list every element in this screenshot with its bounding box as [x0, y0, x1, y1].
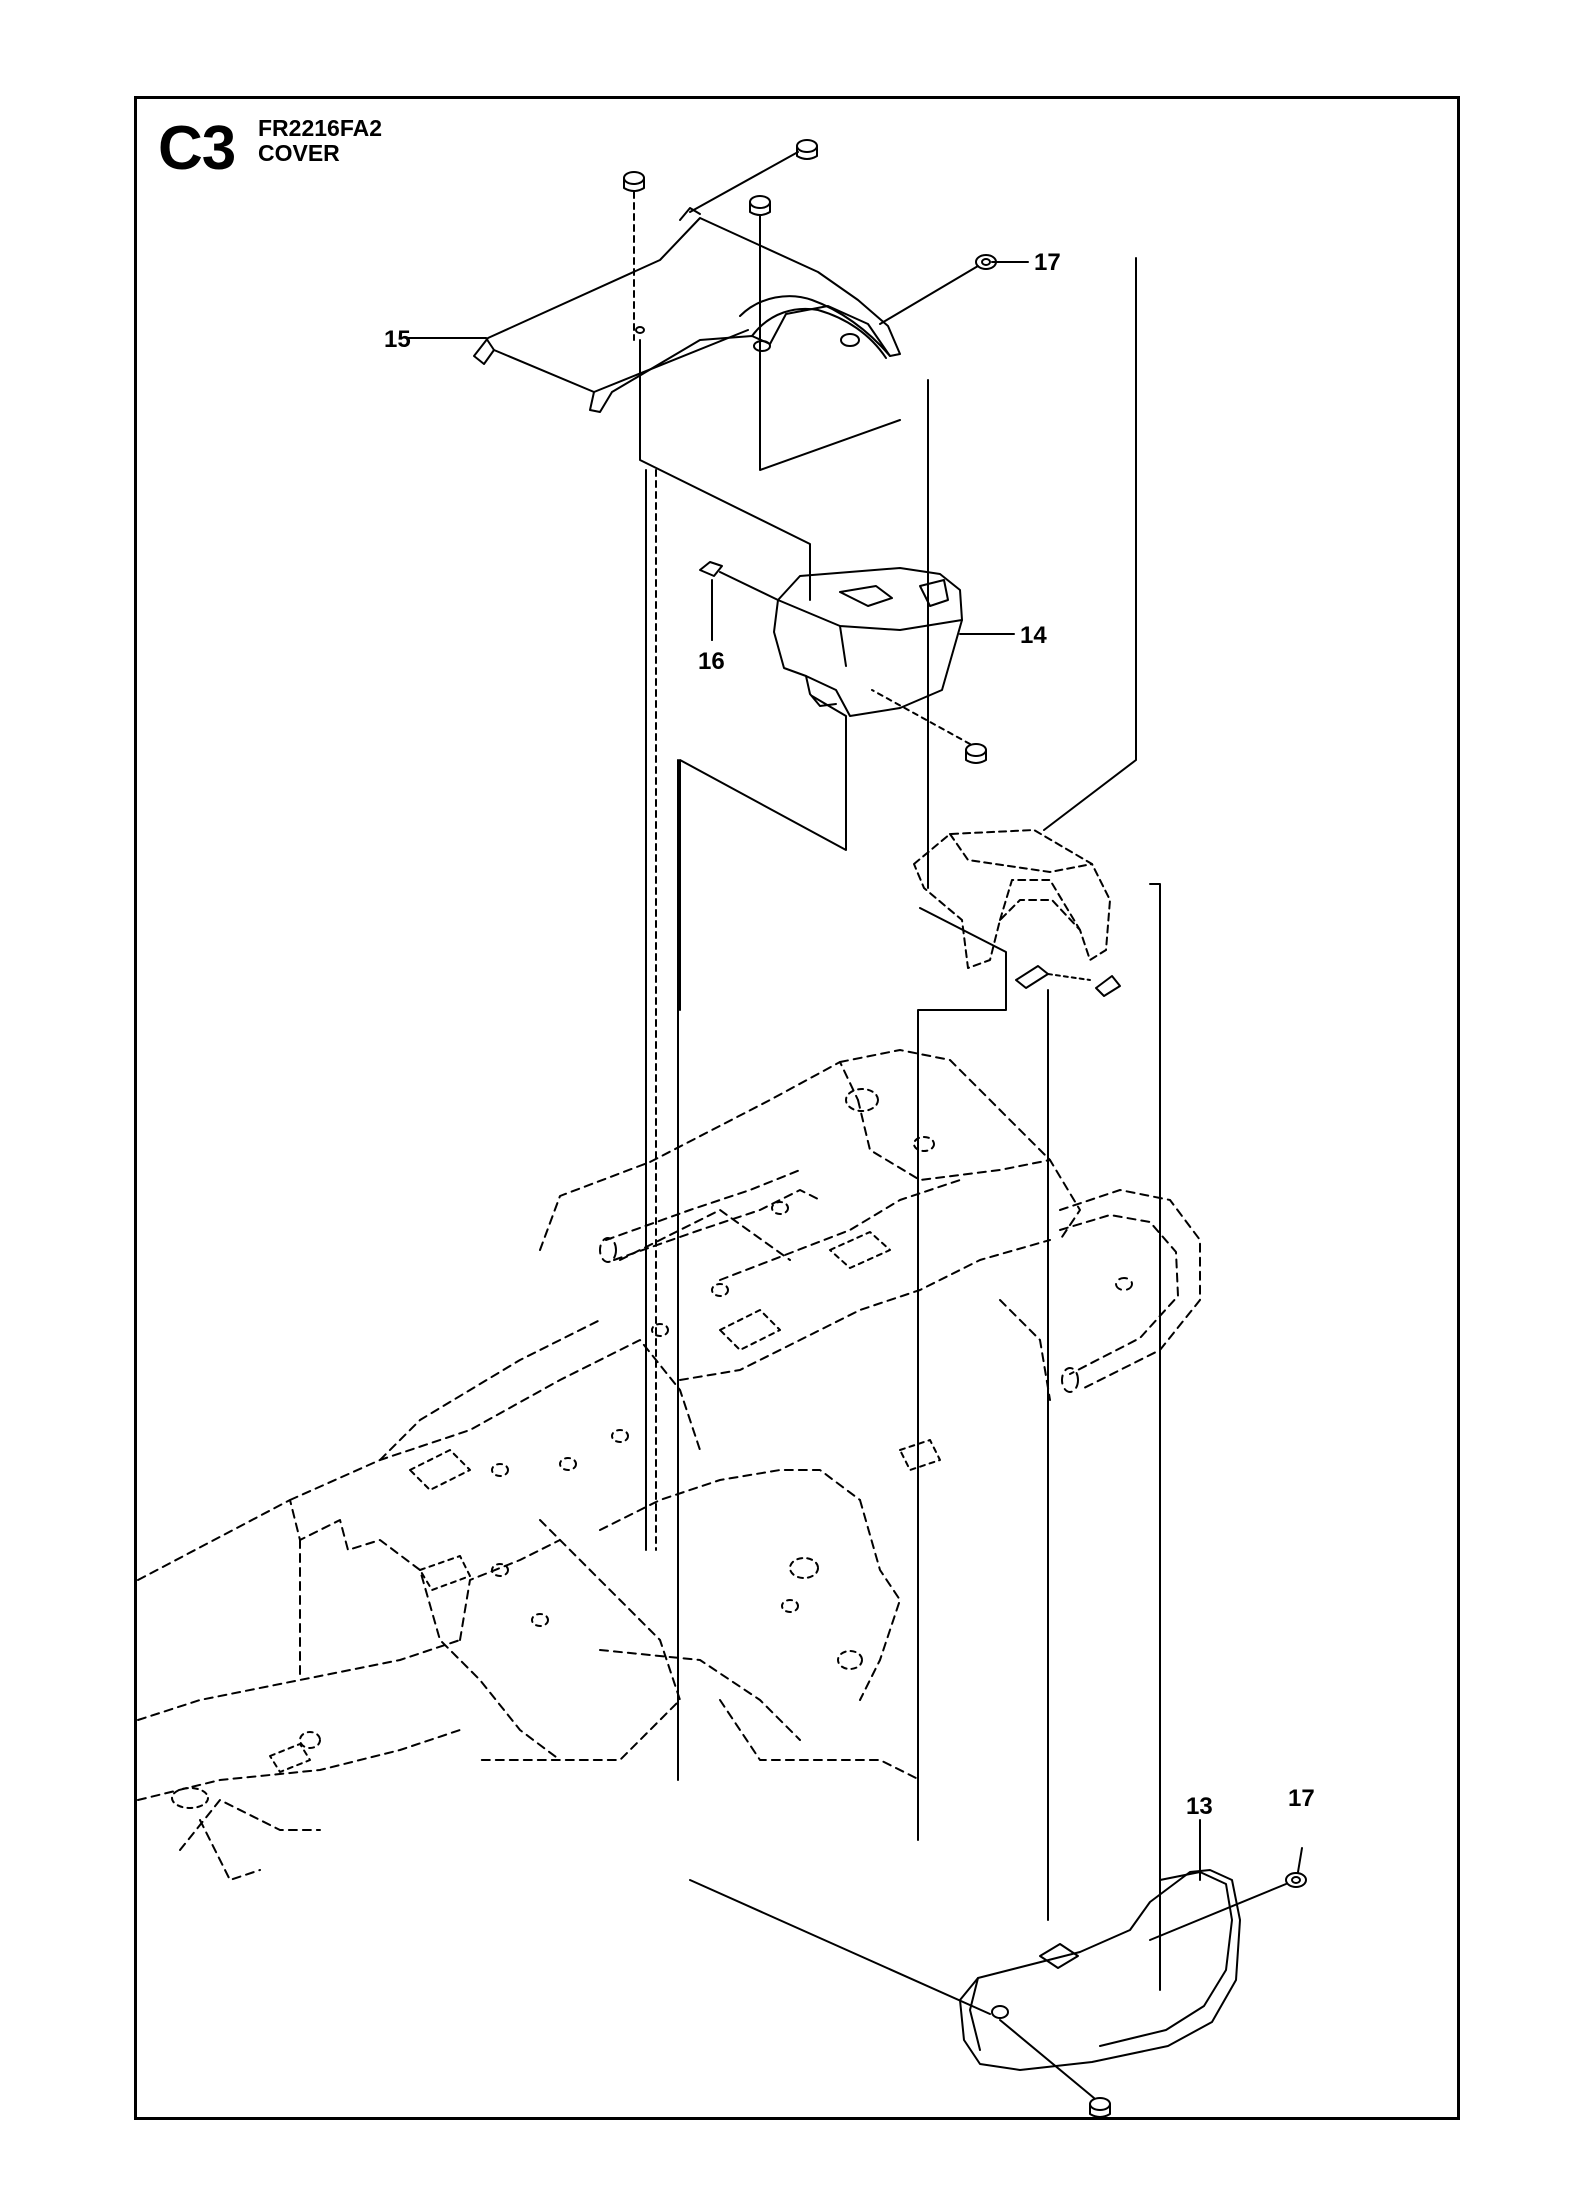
nut-icon [1285, 1872, 1307, 1888]
section-label: COVER [258, 140, 340, 166]
screw-icon [1089, 2097, 1111, 2118]
part-14-center-cover [773, 567, 963, 717]
screw-icon [749, 195, 771, 216]
handle-bar [599, 1169, 1201, 1393]
frame-details [171, 1088, 941, 1809]
callout-17-top: 17 [1034, 249, 1061, 276]
callout-16: 16 [698, 648, 725, 675]
screw-icon [965, 743, 987, 764]
part-15-top-cover [473, 207, 901, 413]
callout-13: 13 [1186, 1793, 1213, 1820]
part-13-lower-cover [959, 1869, 1241, 2071]
screw-icon [796, 139, 818, 160]
page-code: C3 [158, 114, 236, 183]
callout-17-bottom: 17 [1288, 1785, 1315, 1812]
callout-15: 15 [384, 326, 411, 353]
callout-14: 14 [1020, 622, 1047, 649]
hidden-bracket [913, 829, 1111, 969]
chassis-frame [137, 1049, 1081, 1881]
part-16-clip [699, 561, 723, 577]
page-frame [134, 96, 1460, 2120]
bolt-icon [1015, 965, 1121, 997]
model-label: FR2216FA2 [258, 115, 383, 141]
screw-icon [623, 171, 645, 192]
